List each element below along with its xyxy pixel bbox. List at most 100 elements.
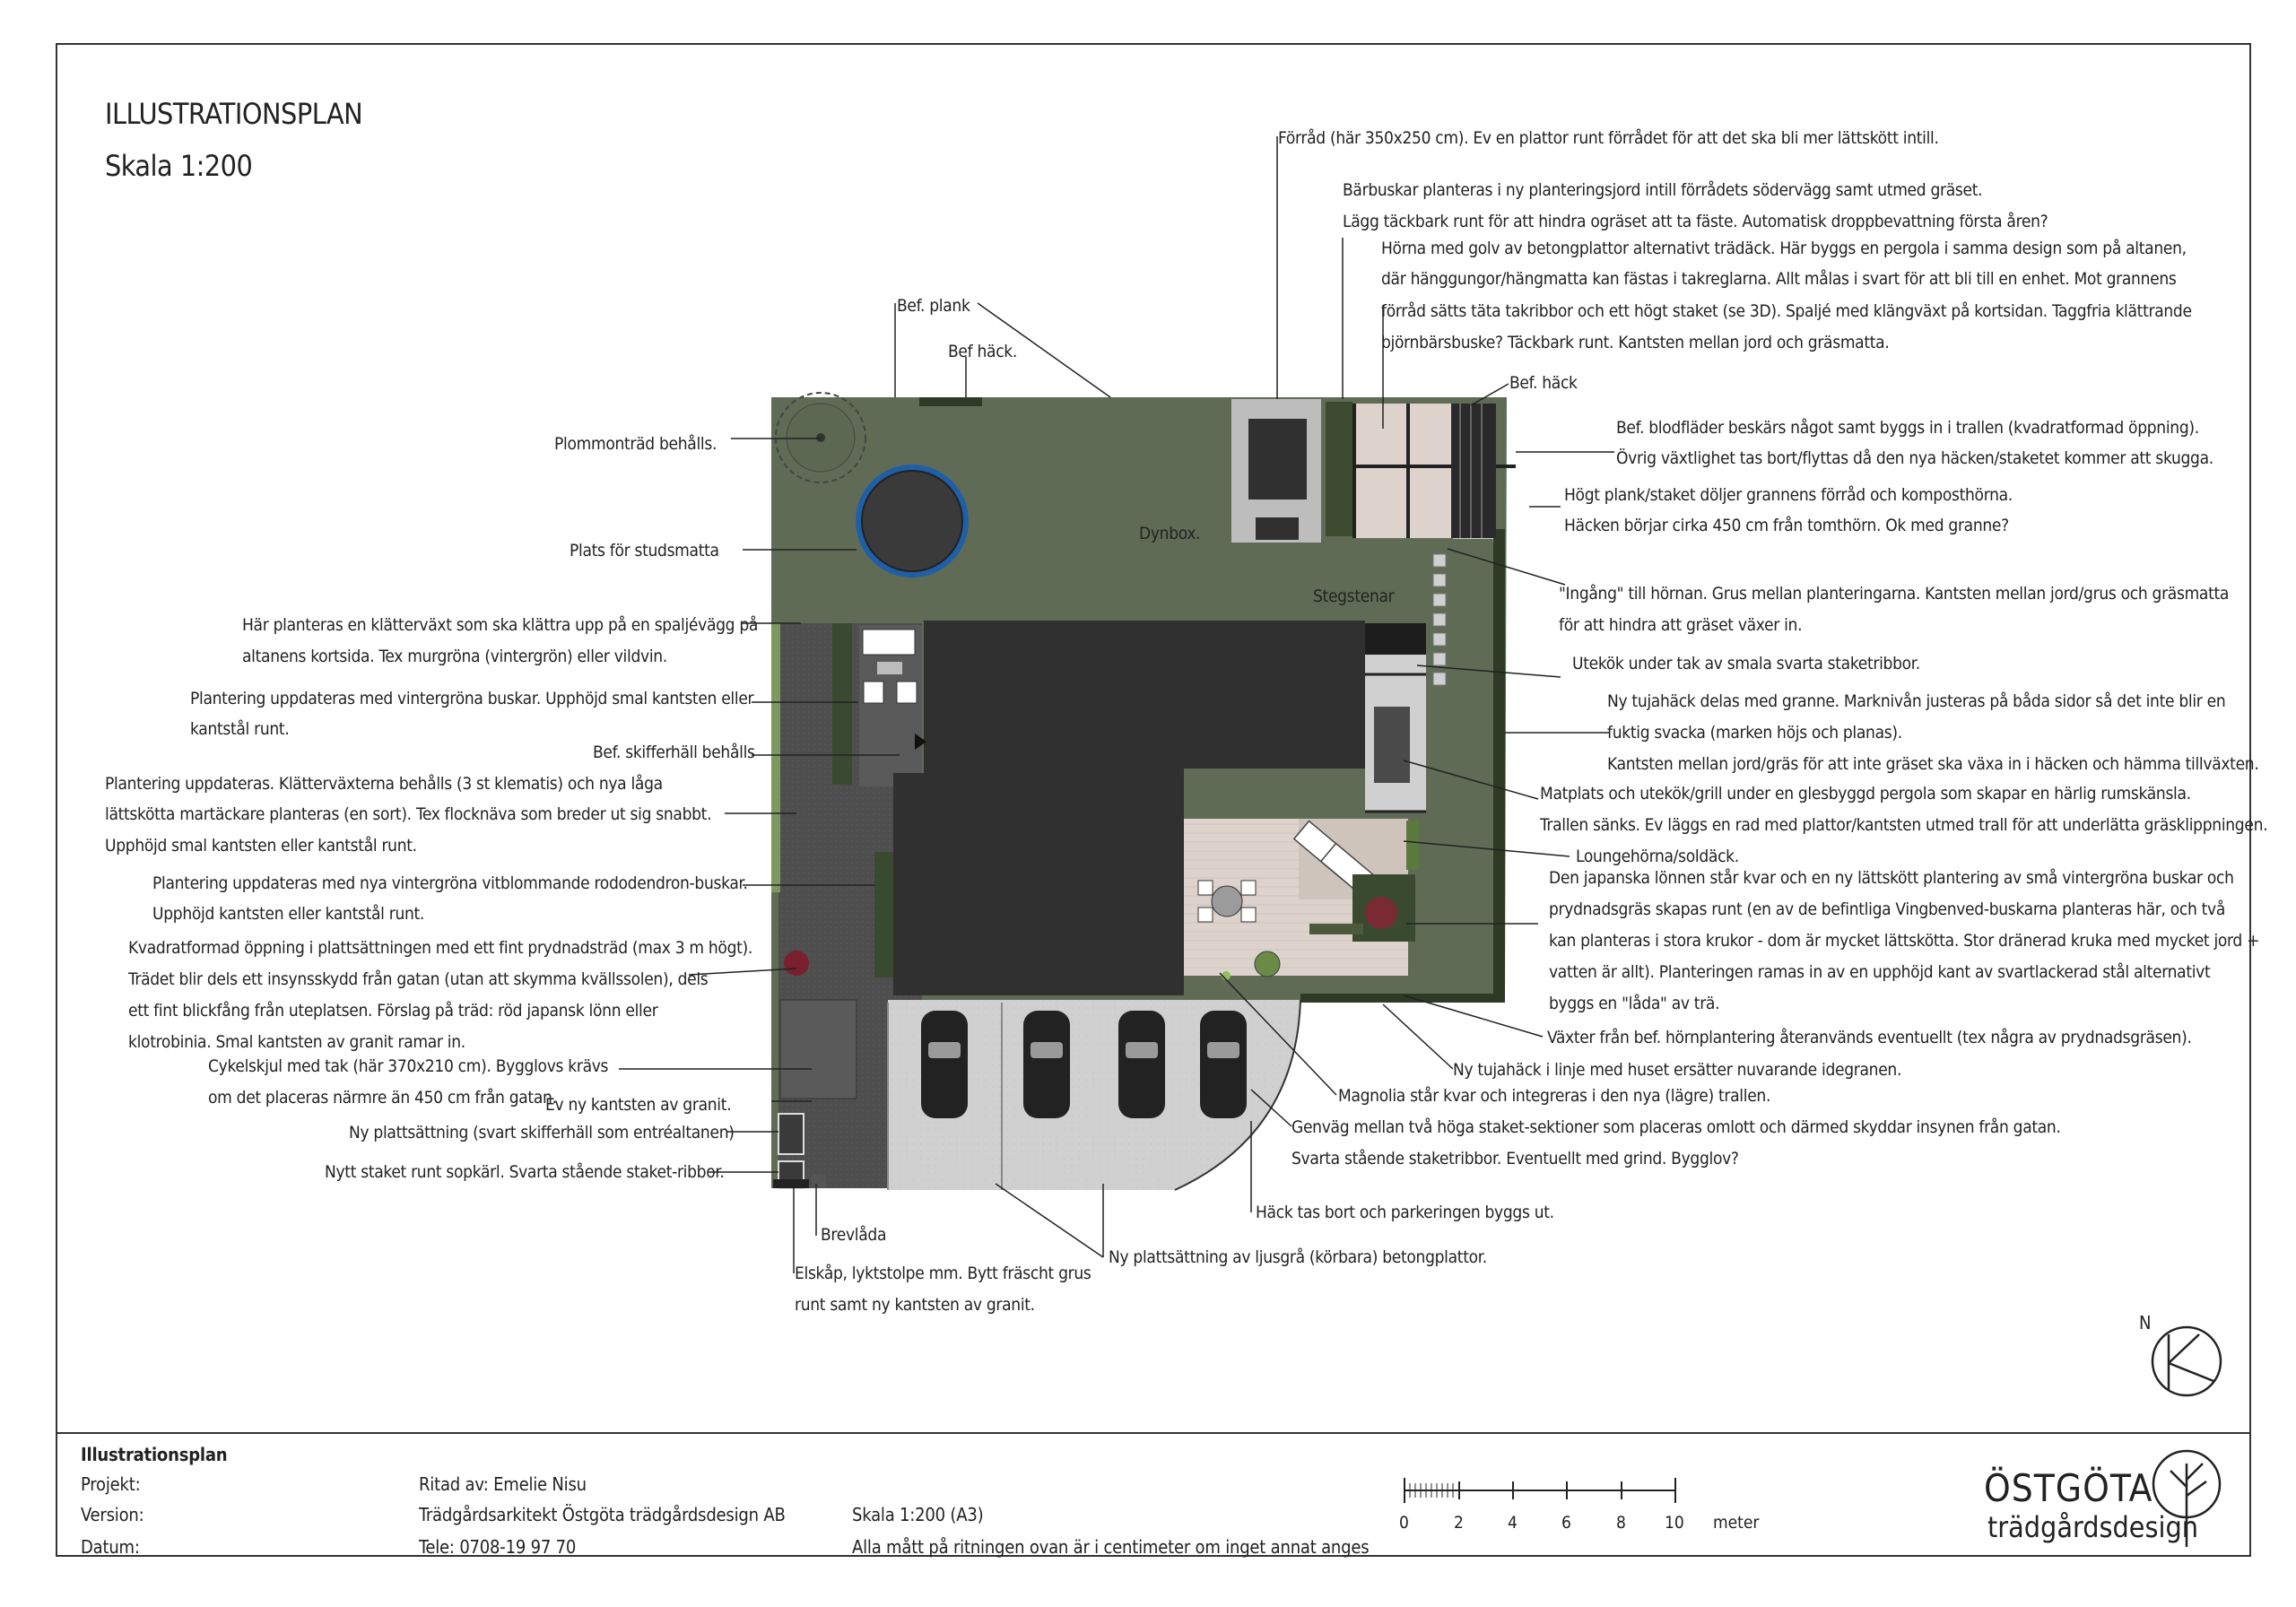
label-klatter-1: Här planteras en klätterväxt som ska klä…: [242, 615, 759, 635]
scale-unit: meter: [1713, 1513, 1760, 1533]
scale-tick-0: 0: [1399, 1513, 1409, 1533]
label-kvadrat-1: Kvadratformad öppning i plattsättningen …: [128, 938, 753, 958]
label-matplats-2: Trallen sänks. Ev läggs en rad med platt…: [1540, 815, 2268, 835]
logo-tree-icon: [2152, 1449, 2222, 1547]
side-table: [877, 662, 902, 674]
label-barbuskar-2: Lägg täckbark runt för att hindra ogräse…: [1343, 212, 2048, 231]
label-studsmatta: Plats för studsmatta: [570, 541, 719, 560]
label-ingang-2: för att hindra att gräset växer in.: [1559, 615, 1803, 635]
berry-bed: [1326, 402, 1352, 536]
label-horna-3: förråd sätts täta takribbor och ett högt…: [1381, 301, 2192, 321]
stepping-stones: [1432, 553, 1447, 686]
label-utekok: Utekök under tak av smala svarta staketr…: [1572, 654, 1920, 673]
label-plant-upd-1: Plantering uppdateras med vintergröna bu…: [190, 689, 754, 708]
car-3: [1118, 1011, 1165, 1118]
car-4: [1200, 1011, 1247, 1118]
label-horna-2: där hänggungor/hängmatta kan fästas i ta…: [1381, 269, 2177, 289]
label-plank-1: Högt plank/staket döljer grannens förråd…: [1564, 485, 2013, 505]
climber-bed: [832, 623, 852, 785]
scale-tick-8: 8: [1616, 1513, 1626, 1533]
bin-1: [778, 1113, 804, 1155]
tb-heading: Illustrationsplan: [81, 1444, 228, 1465]
label-brevlada: Brevlåda: [821, 1225, 887, 1245]
north-label: N: [2139, 1312, 2152, 1333]
label-elskap-2: runt samt ny kantsten av granit.: [795, 1295, 1035, 1315]
label-genvag-1: Genväg mellan två höga staket-sektioner …: [1292, 1117, 2061, 1137]
label-horna-1: Hörna med golv av betongplattor alternat…: [1381, 239, 2187, 258]
label-klematis-3: Upphöjd smal kantsten eller kantstål run…: [105, 836, 417, 856]
label-blodfl-1: Bef. blodfläder beskärs något samt byggs…: [1616, 418, 2199, 438]
chair-2: [896, 681, 918, 704]
rhodo-bed: [874, 852, 896, 977]
label-ny-platt: Ny plattsättning av ljusgrå (körbara) be…: [1109, 1247, 1487, 1267]
drawing-scale: Skala 1:200: [105, 149, 253, 183]
table-set: [1197, 880, 1257, 923]
tb-tel: Tele: 0708-19 97 70: [419, 1536, 577, 1558]
label-plant-upd-2: kantstål runt.: [190, 719, 290, 739]
label-hack-bort: Häck tas bort och parkeringen byggs ut.: [1256, 1203, 1554, 1222]
tb-version-label: Version:: [81, 1504, 144, 1525]
label-magnolia: Magnolia står kvar och integreras i den …: [1338, 1086, 1771, 1106]
shed: [1248, 419, 1307, 499]
trampoline: [856, 465, 969, 578]
pergola-floor: [1352, 404, 1451, 538]
left-bed: [771, 623, 780, 892]
entry-arrow: [915, 734, 926, 750]
scale-tick-2: 2: [1454, 1513, 1464, 1533]
tb-ritad: Ritad av: Emelie Nisu: [419, 1473, 587, 1495]
label-skiffer: Bef. skifferhäll behålls: [593, 743, 755, 762]
logo-text: ÖSTGÖTA: [1984, 1466, 2153, 1510]
tb-firma: Trädgårdsarkitekt Östgöta trädgårdsdesig…: [419, 1504, 786, 1525]
label-vaxter: Växter från bef. hörnplantering återanvä…: [1547, 1028, 2192, 1047]
plum-tree: [775, 392, 866, 483]
label-barbuskar-1: Bärbuskar planteras i ny planteringsjord…: [1343, 180, 1983, 200]
magnolia: [1254, 951, 1281, 977]
tb-datum-label: Datum:: [81, 1536, 140, 1558]
north-arrow: [2151, 1325, 2222, 1397]
label-ingang-1: "Ingång" till hörnan. Grus mellan plante…: [1559, 584, 2230, 604]
label-cykel-1: Cykelskjul med tak (här 370x210 cm). Byg…: [208, 1056, 609, 1076]
hedge-bottom-right: [1300, 994, 1505, 1003]
scale-tick-10: 10: [1665, 1513, 1684, 1533]
label-cykel-2: om det placeras närmre än 450 cm från ga…: [208, 1088, 557, 1108]
label-plank-2: Häcken börjar cirka 450 cm från tomthörn…: [1564, 516, 2009, 535]
label-dynbox: Dynbox.: [1139, 524, 1201, 543]
driveway: [888, 1000, 1300, 1190]
green-bed: [1406, 821, 1419, 870]
label-japansk-5: byggs en "låda" av trä.: [1549, 994, 1720, 1013]
tb-skala: Skala 1:200 (A3): [852, 1504, 984, 1525]
bench: [862, 629, 916, 656]
label-stegstenar: Stegstenar: [1313, 586, 1395, 606]
tb-projekt-label: Projekt:: [81, 1473, 141, 1495]
label-tuja-1: Ny tujahäck delas med granne. Marknivån …: [1607, 691, 2226, 711]
label-lounge: Loungehörna/soldäck.: [1576, 847, 1739, 866]
label-kvadrat-3: ett fint blickfång från uteplatsen. Förs…: [128, 1001, 658, 1021]
hedge-right: [1493, 529, 1505, 995]
titleblock-divider: [56, 1432, 2251, 1434]
label-matplats-1: Matplats och utekök/grill under en glesb…: [1540, 784, 2191, 804]
drawing-title: ILLUSTRATIONSPLAN: [105, 97, 363, 131]
label-rodo-2: Upphöjd kantsten eller kantstål runt.: [152, 904, 425, 924]
label-japansk-4: vatten är allt). Planteringen ramas in a…: [1549, 962, 2211, 982]
scale-tick-4: 4: [1508, 1513, 1518, 1533]
label-tuja-2: fuktig svacka (marken höjs och planas).: [1607, 723, 1902, 743]
logo-subtext: trädgårdsdesign: [1987, 1510, 2199, 1544]
label-klematis-1: Plantering uppdateras. Klätterväxterna b…: [105, 774, 663, 794]
deck-planting: [1309, 924, 1363, 934]
scale-tick-6: 6: [1561, 1513, 1571, 1533]
label-klematis-2: lättskötta martäckare planteras (en sort…: [105, 804, 712, 824]
label-forrad: Förråd (här 350x250 cm). Ev en plattor r…: [1278, 128, 1939, 148]
label-ny-tuja: Ny tujahäck i linje med huset ersätter n…: [1453, 1060, 1902, 1080]
label-kantsten: Ev ny kantsten av granit.: [545, 1095, 732, 1115]
drawing-frame: [56, 43, 2251, 1557]
label-plommon: Plommonträd behålls.: [554, 434, 718, 454]
tb-matt: Alla mått på ritningen ovan är i centime…: [852, 1536, 1370, 1558]
car-2: [1023, 1011, 1070, 1118]
outdoor-kitchen: [1365, 623, 1426, 655]
house: [893, 621, 1365, 995]
label-rodo-1: Plantering uppdateras med nya vintergrön…: [152, 873, 748, 893]
label-bef-hack-top: Bef häck.: [948, 342, 1018, 361]
label-elskap-1: Elskåp, lyktstolpe mm. Bytt fräscht grus: [795, 1264, 1091, 1283]
bike-shed: [779, 999, 857, 1099]
